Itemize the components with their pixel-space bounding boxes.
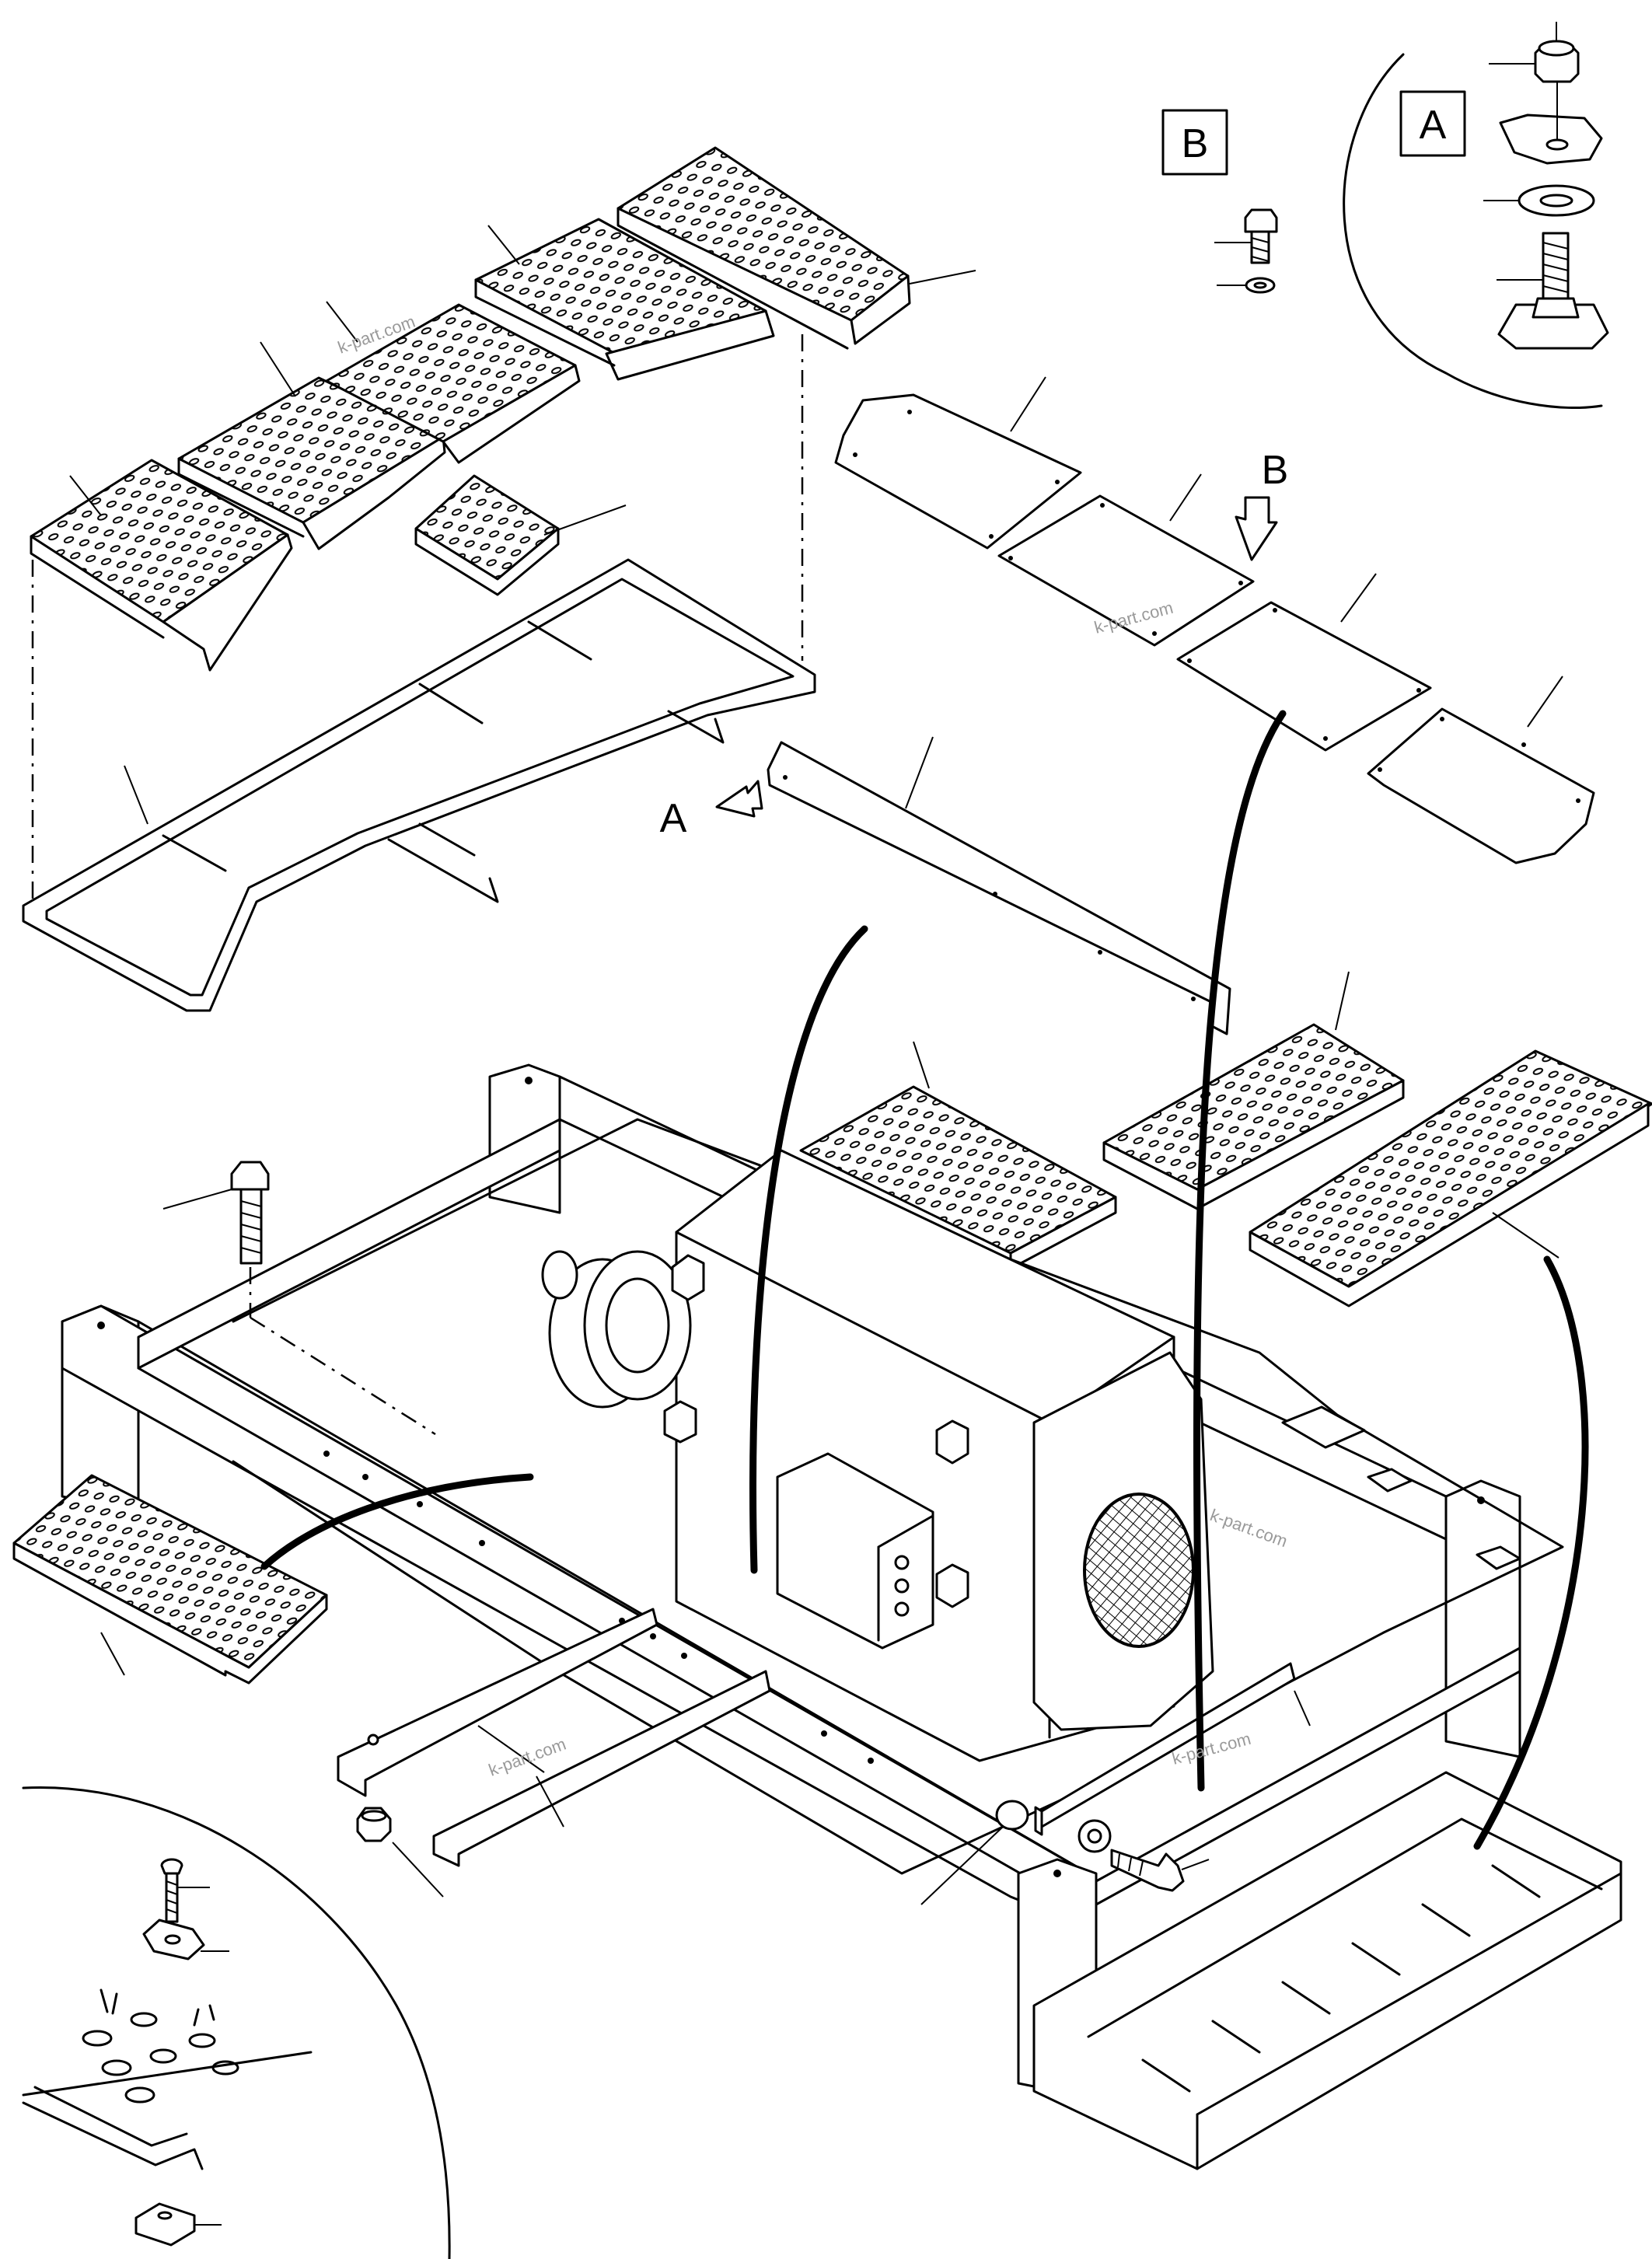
hex-bolt-icon — [1110, 1849, 1185, 1892]
motor-unit — [541, 1149, 1214, 1762]
arrow-a-label: A — [660, 796, 687, 841]
tread-panel-8 — [799, 1041, 1117, 1270]
small-bolt-icon — [1214, 208, 1278, 264]
tread-panel-5 — [616, 146, 976, 350]
clamp-bolt-icon — [160, 1858, 210, 1923]
assembly-arrow — [749, 925, 868, 1574]
washer-icon — [1483, 184, 1595, 217]
lower-bars — [337, 1608, 771, 1867]
left-step-tread — [12, 1474, 328, 1685]
flange-bolt-icon — [1497, 232, 1609, 350]
view-a-label: A — [1420, 103, 1447, 148]
angle-rail — [767, 736, 1231, 1035]
small-washer-icon — [1217, 277, 1276, 294]
arrow-b-label: B — [1262, 448, 1289, 493]
lower-right-fasteners — [920, 1662, 1311, 1905]
washer-icon — [1077, 1819, 1112, 1853]
square-nut-icon — [134, 2202, 222, 2247]
lock-nut-icon — [1489, 22, 1580, 83]
detail-a-circle: A — [1343, 22, 1609, 410]
tread-panel-1 — [30, 459, 293, 672]
tread-section — [22, 1988, 313, 2170]
hex-nut-icon — [356, 1807, 444, 1898]
clamp-plate-icon — [1499, 82, 1603, 165]
arrow-a: A — [660, 780, 763, 841]
tread-panel-3 — [325, 301, 581, 464]
tread-panel-4 — [474, 218, 775, 381]
tread-clamp-detail — [22, 1786, 451, 2259]
cover-plate-4 — [1367, 676, 1595, 864]
assembly-arrow — [260, 1473, 534, 1570]
watermark: k-part.com — [1207, 1505, 1290, 1551]
tread-panel-2 — [177, 341, 446, 550]
support-frame — [22, 558, 816, 1012]
assembly-arrow — [1193, 710, 1287, 1792]
hex-bolt-icon — [162, 1161, 436, 1436]
nut-icon — [995, 1800, 1029, 1831]
assembly-arrow — [1473, 1255, 1589, 1850]
clamp-plate-icon — [142, 1919, 229, 1960]
tread-panel-7 — [1249, 1049, 1652, 1308]
view-b-box — [1161, 109, 1228, 176]
view-a-box — [1399, 90, 1466, 157]
fan-grille-icon — [1083, 1493, 1195, 1648]
cover-plate-1 — [834, 376, 1082, 550]
cover-plate-2 — [997, 473, 1255, 647]
view-b-label: B — [1182, 121, 1209, 166]
tread-panel-6 — [1102, 971, 1405, 1210]
arrow-b: B — [1235, 448, 1289, 561]
small-step-box — [414, 474, 627, 596]
detail-b: B — [1161, 109, 1278, 294]
